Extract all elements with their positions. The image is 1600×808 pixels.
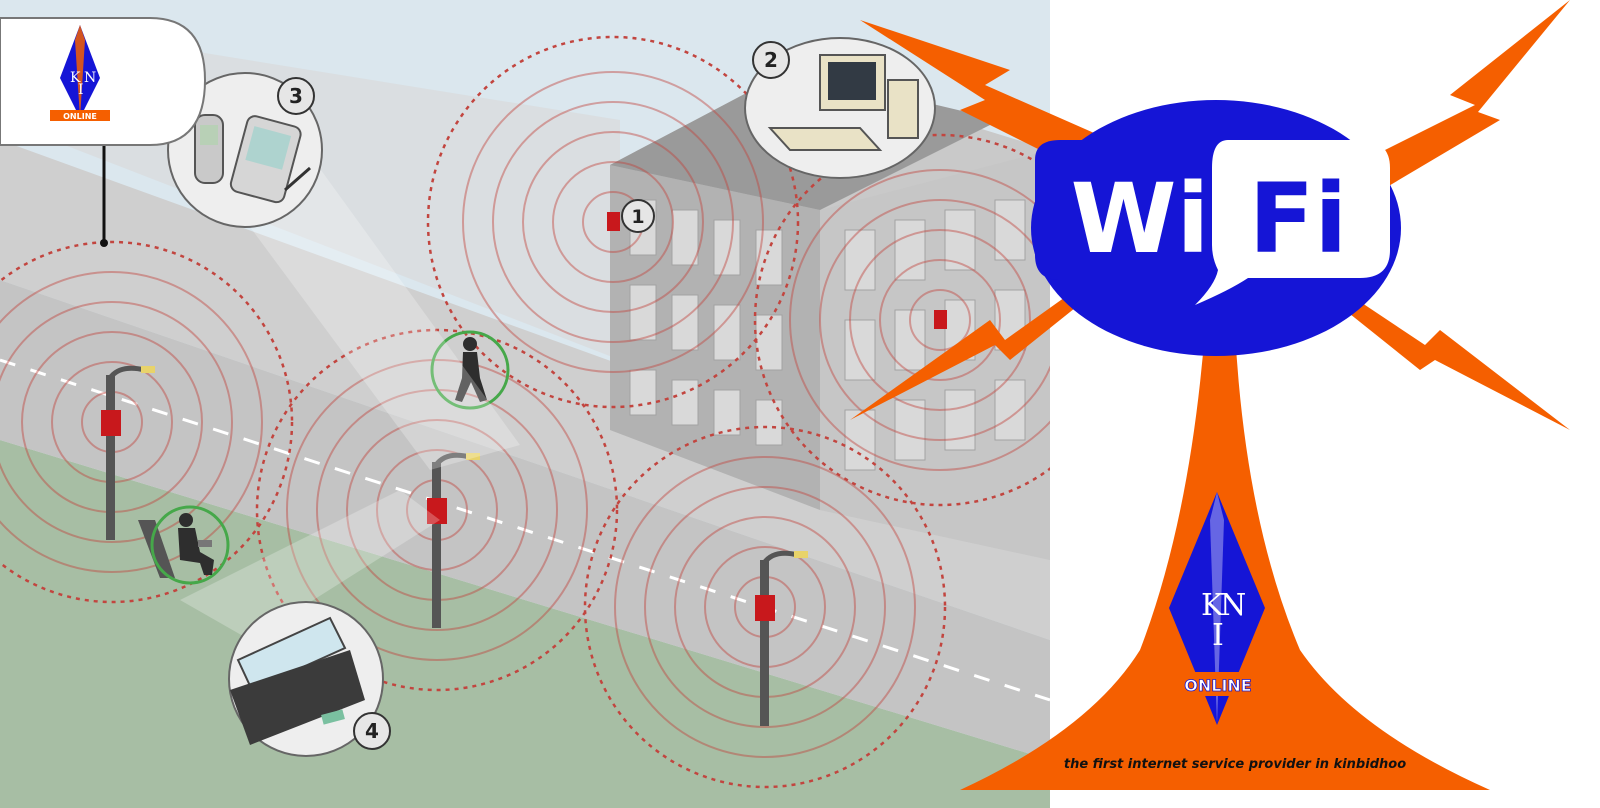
small-logo-sub: ONLINE (63, 112, 97, 121)
city-scene: 3 2 1 4 (0, 0, 1050, 808)
small-logo-letter-n: N (84, 70, 96, 86)
road-lane-marking (0, 358, 1050, 702)
callout-beam-3 (230, 148, 520, 470)
small-logo-letter-k: K (70, 70, 81, 86)
callout-2-desktop: 2 (744, 37, 936, 179)
callout-number-3: 3 (289, 84, 303, 108)
desktop-computer-icon (767, 54, 919, 151)
lightning-bolt-top-right-icon (1345, 0, 1570, 200)
logo-sub-text: ONLINE (1184, 676, 1251, 695)
access-point-node (427, 498, 447, 524)
lightning-bolt-bottom-left-icon (850, 265, 1110, 420)
wifi-word-left: Wi (1071, 163, 1210, 275)
wifi-logo-speech-bubble (1195, 140, 1390, 305)
building-side-access-point (934, 310, 947, 329)
kin-logo-diamond (1169, 492, 1265, 725)
street-lamp-middle (427, 452, 480, 628)
tagline: the first internet service provider in k… (1064, 757, 1406, 772)
lightning-bolt-top-left-icon (860, 20, 1110, 175)
callout-beam-4 (180, 490, 440, 640)
street-lamp-right (755, 550, 808, 726)
access-point-node (101, 410, 121, 436)
callout-1-access-point: 1 (621, 199, 655, 233)
logo-letter-k: K (1201, 588, 1224, 623)
logo-sub-banner (1180, 672, 1256, 696)
lightning-bolt-bottom-right-icon (1320, 275, 1570, 430)
coverage-zone-building-side (789, 169, 1050, 471)
logo-letter-n: N (1220, 588, 1246, 623)
wifi-logo-left-block (1035, 140, 1225, 280)
street-lamp-left (101, 365, 155, 540)
coverage-zone-building-top (462, 71, 764, 373)
mobile-phone-pda-icon (194, 114, 311, 204)
wifi-logo: Wi Fi (1031, 100, 1401, 356)
laptop-usb-adapter-icon (230, 616, 365, 745)
building-access-point (607, 212, 620, 231)
coverage-boundaries (0, 35, 1050, 789)
wifi-word-right: Fi (1249, 163, 1347, 275)
street (0, 280, 1050, 760)
logo-callout: K I N ONLINE (0, 17, 207, 247)
sidewalk-area (0, 140, 1050, 640)
callout-3-mobile-devices: 3 (167, 72, 323, 228)
callout-number-2: 2 (764, 48, 778, 72)
bench-user (138, 505, 230, 585)
kin-online-small-logo: K I N ONLINE (50, 25, 110, 121)
access-point-node (755, 595, 775, 621)
logo-letter-i: I (1212, 618, 1224, 653)
callout-4-laptop: 4 (228, 601, 391, 757)
kin-online-logo: K I N ONLINE (1169, 492, 1265, 725)
small-logo-letter-i: I (78, 82, 84, 98)
walking-user (430, 330, 510, 410)
callout-number-4: 4 (365, 719, 379, 743)
brand-panel: Wi Fi K I N ONLINE the first internet se… (850, 0, 1570, 790)
callout-number-1: 1 (631, 206, 644, 228)
lightning-bolts (850, 0, 1570, 430)
